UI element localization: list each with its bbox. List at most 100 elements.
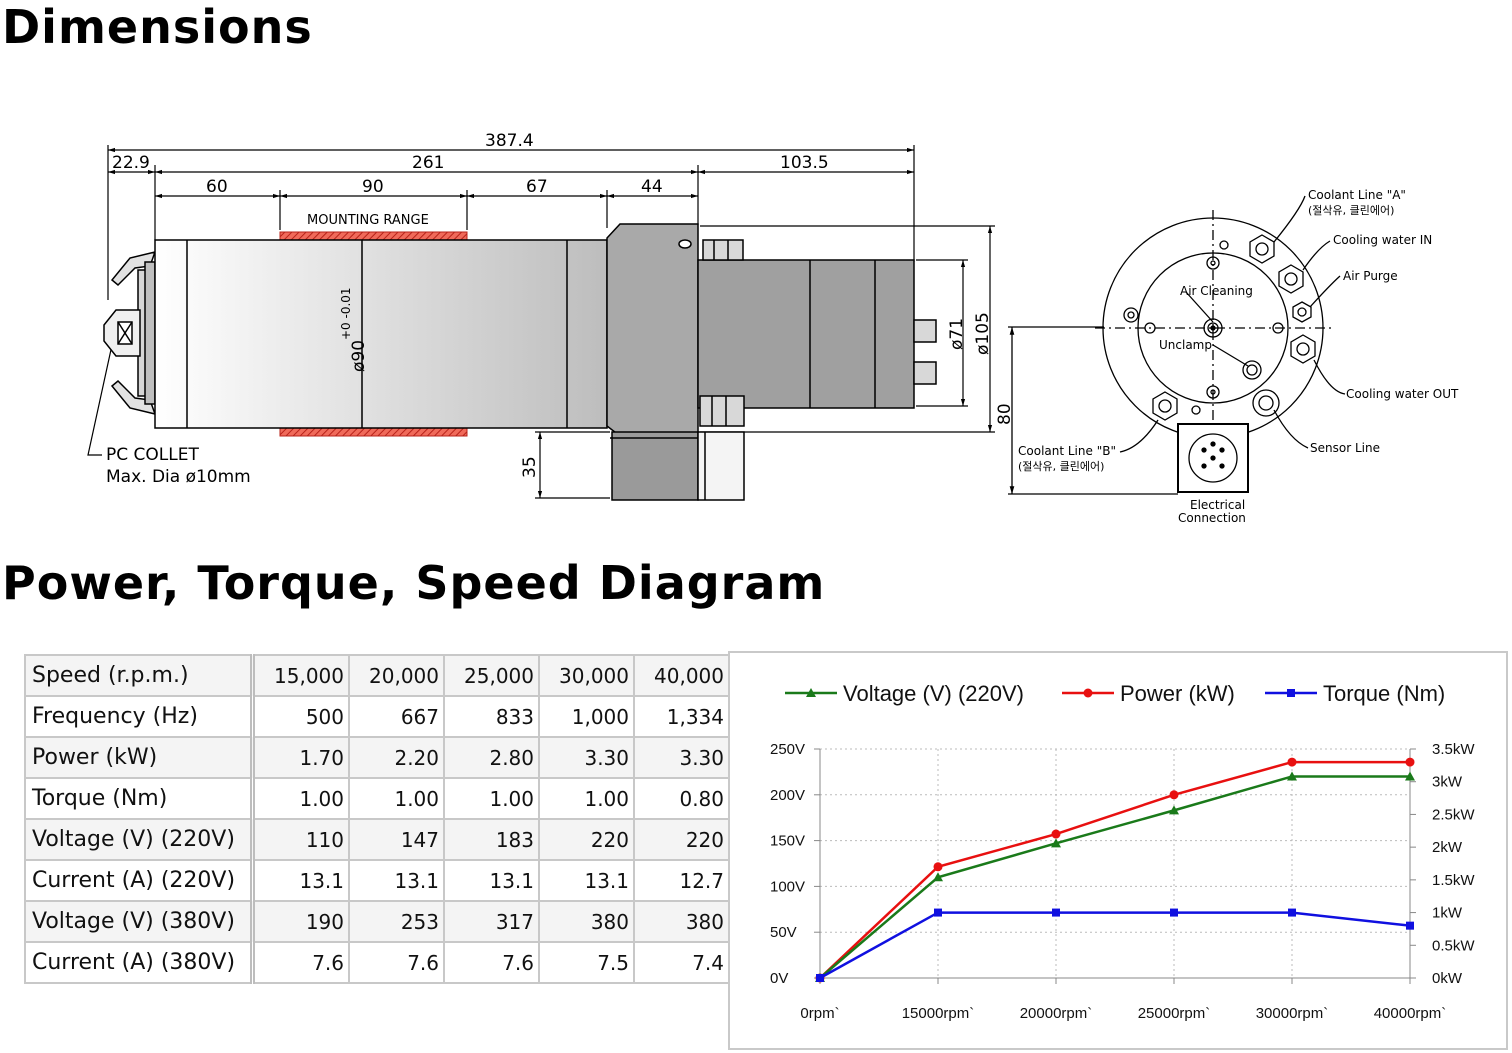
label-electrical-2: Connection <box>1178 511 1246 525</box>
table-cell: 3.30 <box>538 736 635 779</box>
x-tick-label: 15000rpm` <box>902 1005 975 1022</box>
table-cell: 7.6 <box>348 941 445 984</box>
table-cell: 317 <box>443 900 540 943</box>
dim-60: 60 <box>206 177 228 197</box>
mounting-range-label: MOUNTING RANGE <box>307 213 429 228</box>
series-line-2 <box>819 911 1411 980</box>
table-cell: 183 <box>443 818 540 861</box>
table-cell: 380 <box>633 900 730 943</box>
table-cell: 190 <box>251 900 350 943</box>
table-cell: 12.7 <box>633 859 730 902</box>
table-cell: 1.00 <box>251 777 350 820</box>
table-cell: 110 <box>251 818 350 861</box>
table-cell: 253 <box>348 900 445 943</box>
x-tick-label: 25000rpm` <box>1138 1005 1211 1022</box>
label-coolant-b: Coolant Line "B" <box>1018 444 1116 458</box>
table-cell: 13.1 <box>251 859 350 902</box>
dimension-lines <box>87 145 995 499</box>
dim-overall: 387.4 <box>485 131 534 151</box>
label-coolant-a: Coolant Line "A" <box>1308 188 1406 202</box>
diagram-title: Power, Torque, Speed Diagram <box>2 556 826 610</box>
row-label: Voltage (V) (220V) <box>24 818 255 861</box>
x-tick-label: 0rpm` <box>800 1005 839 1022</box>
table-cell: 380 <box>538 900 635 943</box>
table-cell: 15,000 <box>251 654 350 697</box>
table-cell: 7.5 <box>538 941 635 984</box>
table-cell: 667 <box>348 695 445 738</box>
end-view <box>1008 195 1346 495</box>
data-point <box>1051 838 1061 848</box>
label-sensor-line: Sensor Line <box>1310 441 1380 455</box>
label-air-cleaning: Air Cleaning <box>1180 284 1253 298</box>
table-cell: 1,000 <box>538 695 635 738</box>
row-label: Power (kW) <box>24 736 255 779</box>
y-right-tick-label: 2kW <box>1432 839 1463 856</box>
table-cell: 3.30 <box>633 736 730 779</box>
data-point <box>1405 771 1415 781</box>
y-left-tick-label: 200V <box>770 787 805 804</box>
row-label: Frequency (Hz) <box>24 695 255 738</box>
row-label: Torque (Nm) <box>24 777 255 820</box>
table-cell: 1.00 <box>348 777 445 820</box>
data-point <box>933 872 943 882</box>
row-label: Voltage (V) (380V) <box>24 900 255 943</box>
table-cell: 0.80 <box>633 777 730 820</box>
label-unclamp: Unclamp <box>1159 338 1212 352</box>
dim-67: 67 <box>526 177 548 197</box>
data-point <box>1169 790 1179 800</box>
label-coolant-a-sub: (절삭유, 클린에어) <box>1308 204 1394 217</box>
table-cell: 220 <box>633 818 730 861</box>
legend-marker <box>806 688 816 697</box>
dim-22-9: 22.9 <box>112 153 150 173</box>
y-left-tick-label: 150V <box>770 833 805 850</box>
table-cell: 30,000 <box>538 654 635 697</box>
data-point <box>1170 908 1178 917</box>
chart-svg: 0V50V100V150V200V250V0kW0.5kW1kW1.5kW2kW… <box>770 681 1475 1022</box>
table-cell: 833 <box>443 695 540 738</box>
table-cell: 25,000 <box>443 654 540 697</box>
data-point <box>1169 805 1179 815</box>
table-cell: 13.1 <box>443 859 540 902</box>
table-cell: 20,000 <box>348 654 445 697</box>
y-left-tick-label: 0V <box>770 970 788 987</box>
y-left-tick-label: 100V <box>770 878 805 895</box>
legend-label: Power (kW) <box>1120 681 1235 706</box>
dimensions-title: Dimensions <box>2 0 313 54</box>
series-line-0 <box>819 775 1410 979</box>
table-cell: 7.6 <box>251 941 350 984</box>
table-cell: 13.1 <box>348 859 445 902</box>
table-cell: 1.70 <box>251 736 350 779</box>
x-tick-label: 20000rpm` <box>1020 1005 1093 1022</box>
data-point <box>1288 908 1296 917</box>
data-point <box>816 974 824 982</box>
y-right-tick-label: 1.5kW <box>1432 872 1475 889</box>
dimension-drawing: 387.4 22.9 261 103.5 60 90 67 44 MOUNTIN… <box>87 131 1459 525</box>
data-point <box>1287 771 1297 781</box>
row-label: Current (A) (380V) <box>24 941 255 984</box>
mounting-range-bottom <box>279 427 468 437</box>
y-right-tick-label: 0.5kW <box>1432 937 1475 954</box>
x-tick-label: 40000rpm` <box>1374 1005 1447 1022</box>
table-cell: 7.4 <box>633 941 730 984</box>
data-point <box>1405 757 1415 767</box>
y-right-tick-label: 3.5kW <box>1432 741 1475 758</box>
series-line-1 <box>819 760 1410 979</box>
data-point <box>934 908 942 917</box>
row-label: Current (A) (220V) <box>24 859 255 902</box>
label-air-purge: Air Purge <box>1343 269 1398 283</box>
spindle-body <box>154 223 937 501</box>
dim-dia-105: ø105 <box>973 312 993 355</box>
y-left-tick-label: 50V <box>770 924 797 941</box>
dim-dia-90: ø90 <box>349 340 369 372</box>
collet-label: PC COLLET <box>106 445 199 465</box>
row-label: Speed (r.p.m.) <box>24 654 255 697</box>
